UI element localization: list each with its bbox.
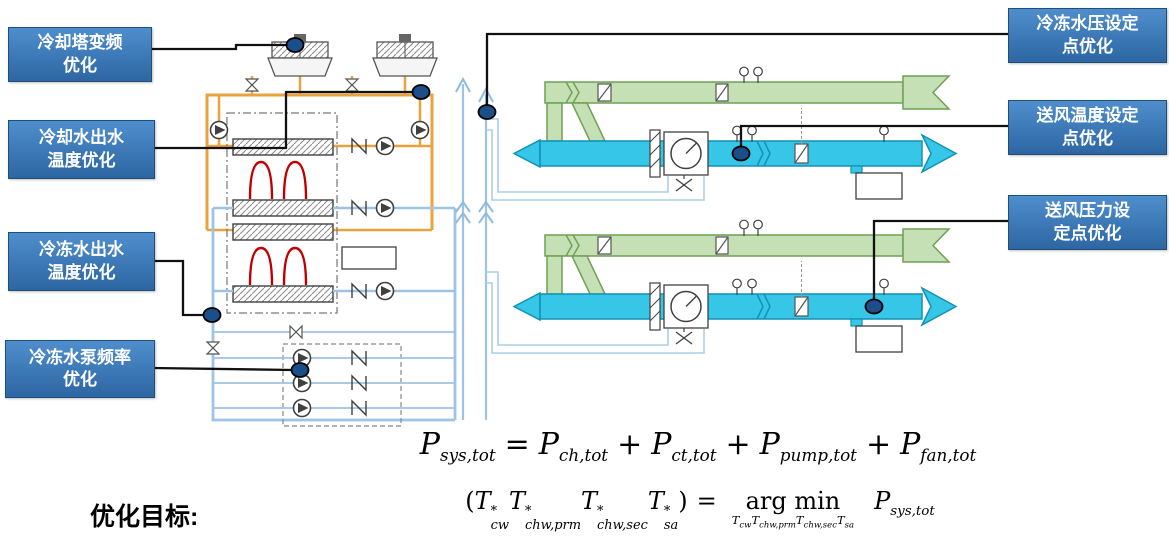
term-p-sys: Psys,tot xyxy=(874,487,935,519)
sensor-markers xyxy=(202,37,884,378)
term-p-ct: Pct,tot xyxy=(651,427,717,465)
tower-valves xyxy=(244,78,360,92)
bypass-tank xyxy=(341,246,397,270)
evaporator-barrel xyxy=(232,285,334,303)
evaporator-barrel xyxy=(232,199,334,217)
label-text: 冷却塔变频 优化 xyxy=(37,33,123,75)
formula-argmin: ( T*cw T*chw,prm T*chw,sec T*sa ) = arg … xyxy=(390,487,1010,533)
marker-chilled-water-outlet xyxy=(202,307,222,323)
check-valve-icon xyxy=(351,349,367,367)
connector-cooling-water-outlet xyxy=(152,90,414,150)
primary-pump-rows xyxy=(209,120,455,301)
connector-chw-pressure xyxy=(485,32,1008,105)
marker-cooling-water-outlet xyxy=(411,84,431,100)
marker-pump-frequency xyxy=(290,362,310,378)
label-text: 送风温度设定 点优化 xyxy=(1036,106,1139,148)
label-text: 冷却水出水 温度优化 xyxy=(39,128,124,170)
label-chilled-water-pressure-setpoint-optimization: 冷冻水压设定 点优化 xyxy=(1008,8,1167,63)
check-valve-icon xyxy=(351,137,367,155)
connector-chilled-water-outlet xyxy=(152,259,205,317)
connector-pump-frequency xyxy=(151,366,294,372)
open-paren: ( xyxy=(465,487,475,515)
plus-sign: + xyxy=(725,427,751,462)
term-t-chw-sec: T*chw,sec xyxy=(581,487,648,534)
connector-supply-air-temp xyxy=(739,124,1008,146)
term-p-fan: Pfan,tot xyxy=(900,427,977,465)
close-paren: ) xyxy=(678,487,688,515)
tower-fan-motor xyxy=(294,34,306,42)
equals-sign: = xyxy=(504,427,530,462)
label-chilled-water-outlet-temp-optimization: 冷冻水出水 温度优化 xyxy=(8,232,155,291)
label-supply-air-temperature-setpoint-optimization: 送风温度设定 点优化 xyxy=(1008,100,1167,155)
connector-supply-air-pressure xyxy=(872,219,1008,299)
chillers xyxy=(226,112,397,314)
marker-chw-pressure xyxy=(477,104,497,120)
compressor-icon xyxy=(248,160,308,286)
plus-sign: + xyxy=(865,427,892,462)
label-cooling-tower-vfd-optimization: 冷却塔变频 优化 xyxy=(8,27,152,82)
chilled-water-piping xyxy=(211,208,457,422)
label-cooling-water-outlet-temp-optimization: 冷却水出水 温度优化 xyxy=(8,120,155,179)
label-chilled-water-pump-frequency-optimization: 冷冻水泵频率 优化 xyxy=(5,340,155,398)
check-valve-icon xyxy=(351,374,367,392)
equals-sign: = xyxy=(696,487,717,515)
check-valve-icon xyxy=(351,399,367,417)
check-valve-icon xyxy=(351,282,367,300)
term-t-cw: T*cw xyxy=(474,487,509,534)
objective-label: 优化目标: xyxy=(90,503,199,531)
secondary-pump-group xyxy=(213,343,455,427)
tower-fan-motor xyxy=(399,34,411,42)
argmin-subscript: TcwTchw,prmTchw,secTsa xyxy=(731,513,855,531)
argmin-operator: arg min TcwTchw,prmTchw,secTsa xyxy=(732,487,854,530)
term-p-sys: Psys,tot xyxy=(419,427,496,465)
formula-total-power: Psys,tot = Pch,tot + Pct,tot + Ppump,tot… xyxy=(398,427,998,465)
riser-arrow-up xyxy=(455,76,471,93)
label-text: 冷冻水泵频率 优化 xyxy=(29,347,131,389)
term-p-pump: Ppump,tot xyxy=(759,427,857,465)
chilled-water-risers xyxy=(455,76,494,420)
connector-cooling-tower-vfd xyxy=(150,43,288,51)
loop-valves xyxy=(205,324,303,355)
argmin-text: arg min xyxy=(745,487,841,515)
connector-lines xyxy=(150,32,1008,372)
label-supply-air-pressure-setpoint-optimization: 送风压力设 定点优化 xyxy=(1008,195,1167,250)
ahu-2 xyxy=(486,220,956,353)
term-t-chw-prm: T*chw,prm xyxy=(508,487,582,534)
plus-sign: + xyxy=(617,427,643,462)
marker-cooling-tower xyxy=(285,37,305,53)
cooling-tower-2 xyxy=(372,34,438,77)
check-valve-icon xyxy=(351,199,367,217)
label-text: 冷冻水压设定 点优化 xyxy=(1036,14,1139,56)
marker-supply-air-temp xyxy=(731,145,751,162)
term-t-sa: T*sa xyxy=(647,487,679,534)
label-text: 冷冻水出水 温度优化 xyxy=(39,240,124,282)
label-text: 送风压力设 定点优化 xyxy=(1045,201,1130,243)
term-p-ch: Pch,tot xyxy=(538,427,609,465)
chiller-boundary-box xyxy=(226,112,338,314)
ahu-1 xyxy=(486,67,956,200)
condenser-barrel xyxy=(232,223,334,241)
marker-supply-air-pressure xyxy=(864,298,884,315)
